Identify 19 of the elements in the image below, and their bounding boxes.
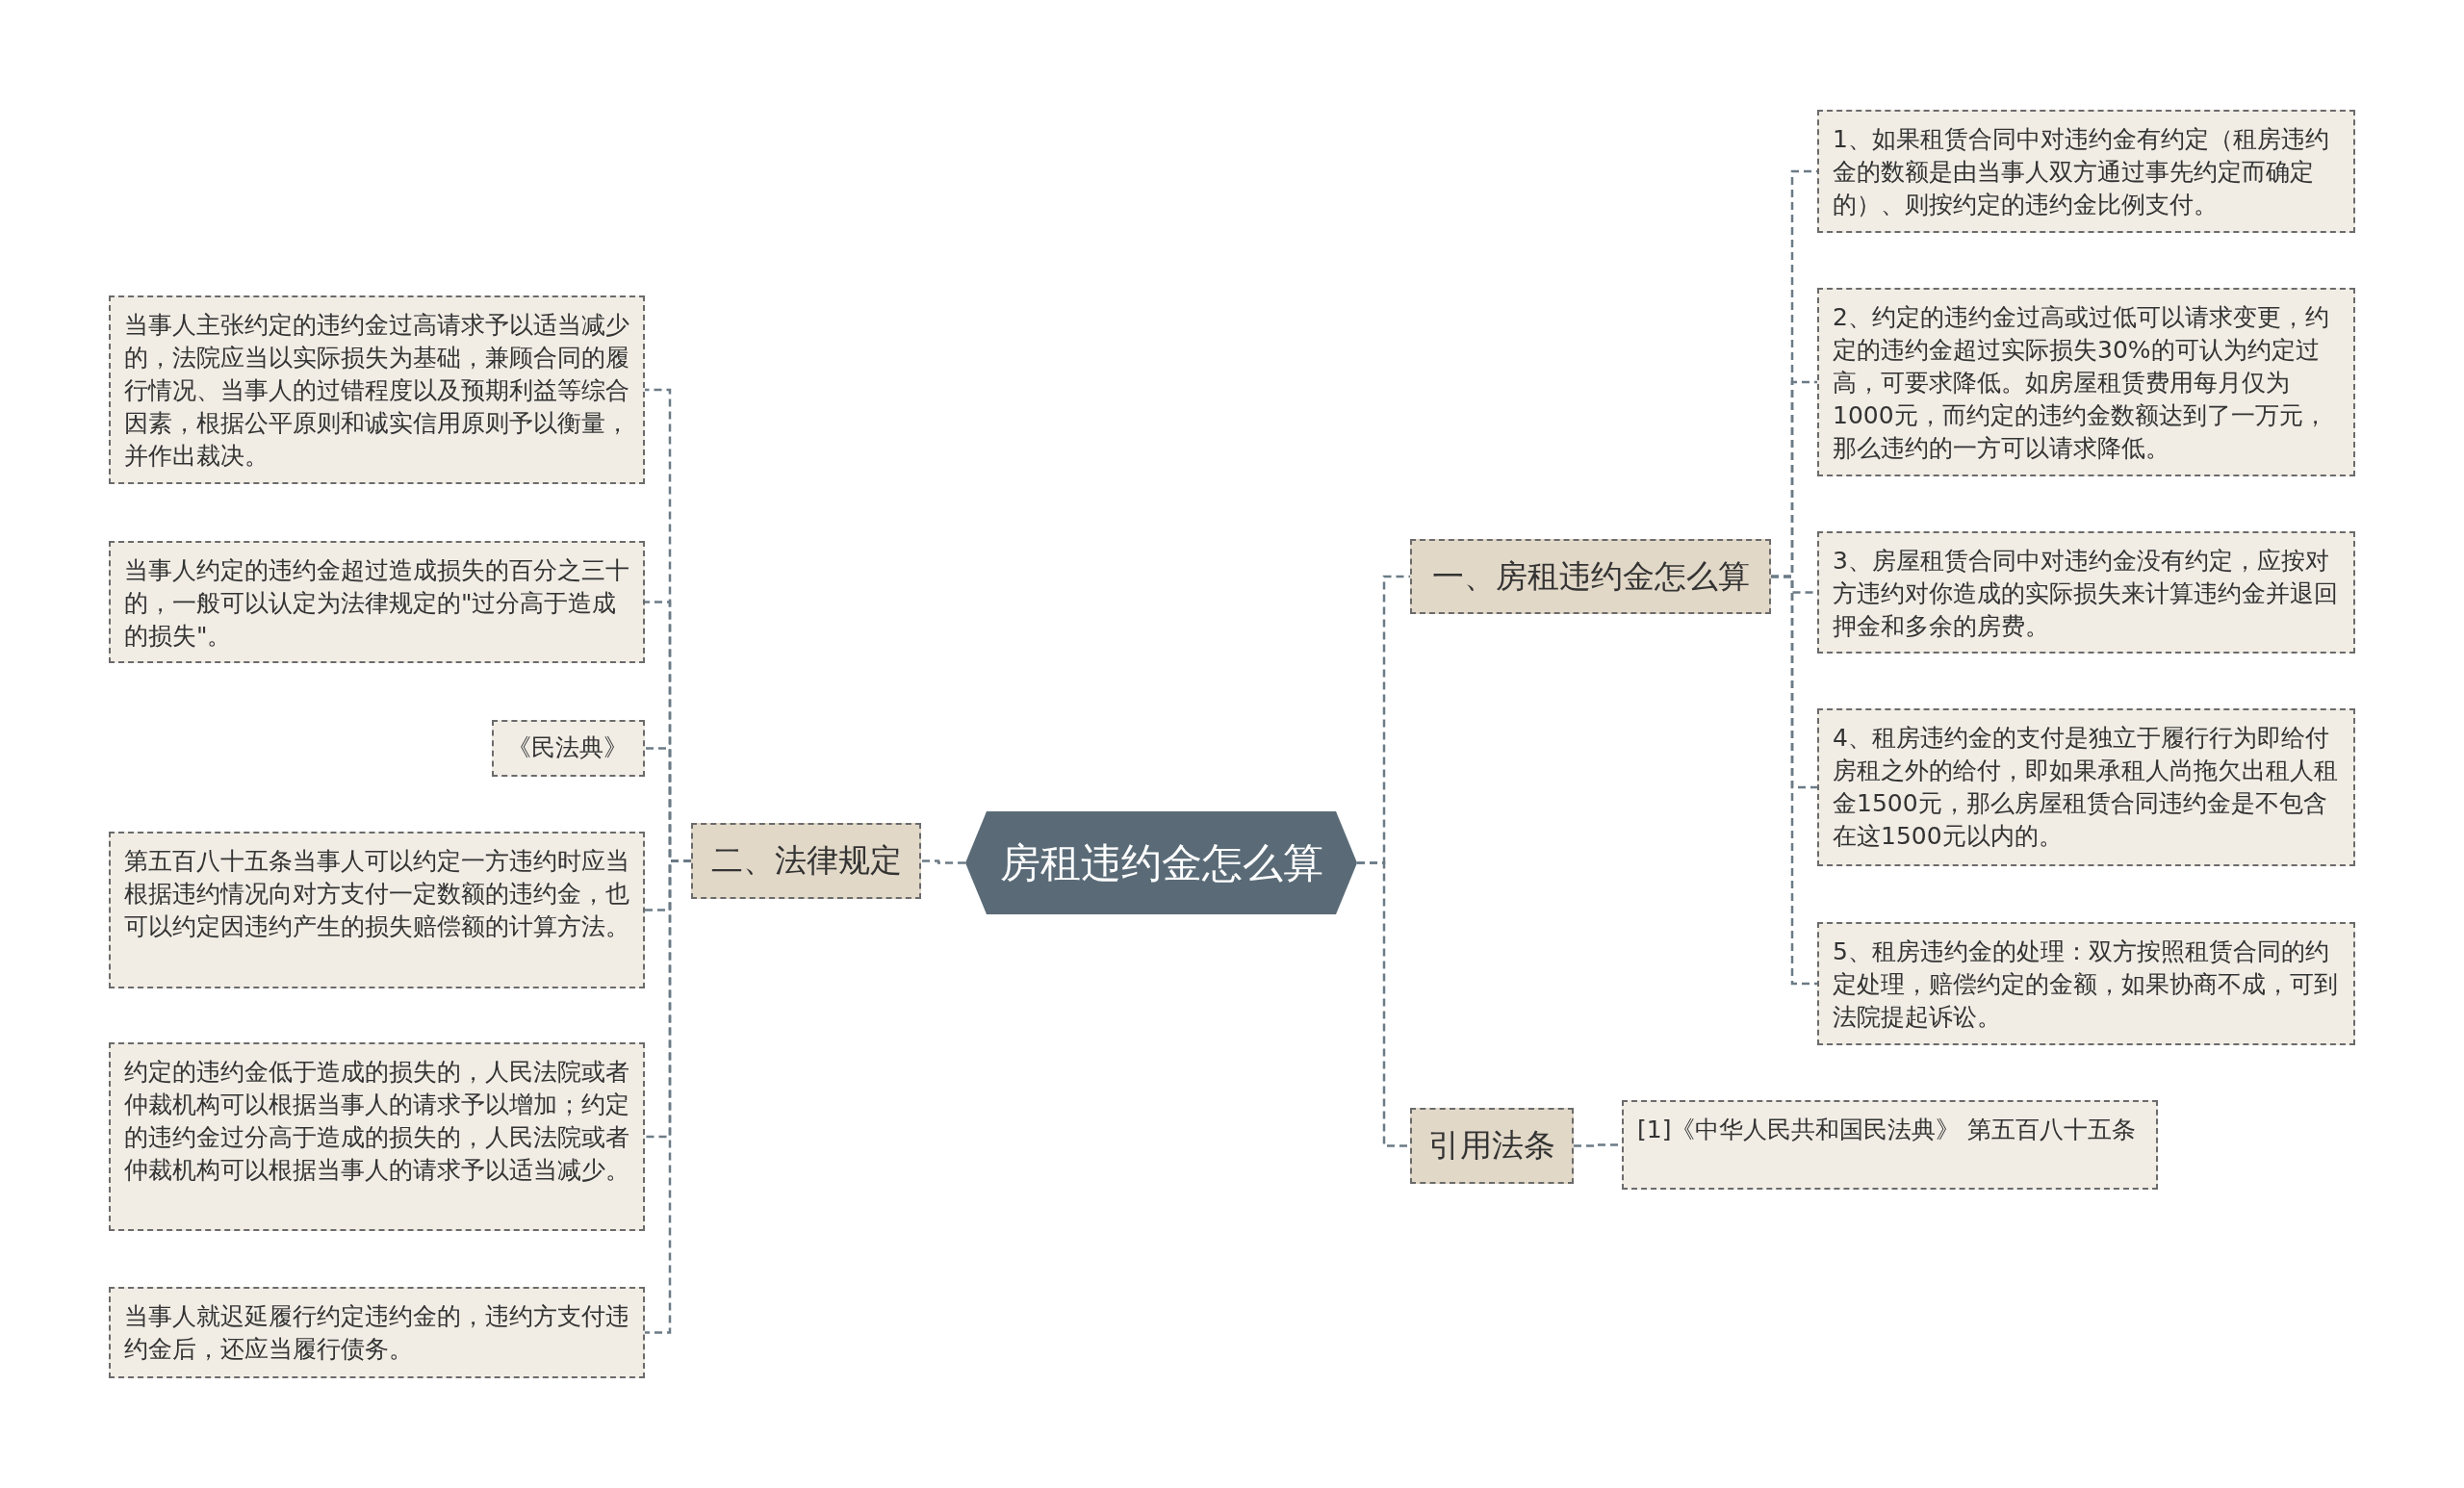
note-box: 当事人主张约定的违约金过高请求予以适当减少的，法院应当以实际损失为基础，兼顾合同的履行情况、当事人的过错程度以及预期利益等综合因素，根据公平原则和诚实信用原则予以衡量，并作出裁决。 — [109, 295, 645, 484]
branch-box: 二、法律规定 — [691, 823, 921, 899]
note-box: 约定的违约金低于造成的损失的，人民法院或者仲裁机构可以根据当事人的请求予以增加；约定的违约金过分高于造成的损失的，人民法院或者仲裁机构可以根据当事人的请求予以适当减少。 — [109, 1042, 645, 1231]
note-box: 当事人就迟延履行约定违约金的，违约方支付违约金后，还应当履行债务。 — [109, 1287, 645, 1378]
connector-line — [921, 859, 965, 864]
note-box: 3、房屋租赁合同中对违约金没有约定，应按对方违约对你造成的实际损失来计算违约金并退回押金和多余的房费。 — [1817, 531, 2355, 654]
note-box: 第五百八十五条当事人可以约定一方违约时应当根据违约情况向对方支付一定数额的违约金，也可以约定因违约产生的损失赔偿额的计算方法。 — [109, 832, 645, 988]
topic-hexagon: 房租违约金怎么算 — [965, 811, 1357, 914]
connector-line — [1357, 861, 1410, 1147]
note-box: 5、租房违约金的处理：双方按照租赁合同的约定处理，赔偿约定的金额，如果协商不成，可到法院提起诉讼。 — [1817, 922, 2355, 1045]
note-box: 2、约定的违约金过高或过低可以请求变更，约定的违约金超过实际损失30%的可认为约定过高，可要求降低。如房屋租赁费用每月仅为1000元，而约定的违约金数额达到了一万元，那么违约的一方可以请求降低。 — [1817, 288, 2355, 476]
note-box: 《民法典》 — [492, 720, 645, 777]
branch-box: 引用法条 — [1410, 1108, 1574, 1184]
note-box: 4、租房违约金的支付是独立于履行行为即给付房租之外的给付，即如果承租人尚拖欠出租人租金1500元，那么房屋租赁合同违约金是不包含在这1500元以内的。 — [1817, 708, 2355, 866]
connector-line — [1771, 575, 1817, 986]
note-box: 1、如果租赁合同中对违约金有约定（租房违约金的数额是由当事人双方通过事先约定而确定的）、则按约定的违约金比例支付。 — [1817, 110, 2355, 233]
branch-box: 一、房租违约金怎么算 — [1410, 539, 1771, 614]
note-box: [1]《中华人民共和国民法典》 第五百八十五条 — [1622, 1100, 2158, 1190]
note-box: 当事人约定的违约金超过造成损失的百分之三十的，一般可以认定为法律规定的"过分高于造成的损失"。 — [109, 541, 645, 663]
